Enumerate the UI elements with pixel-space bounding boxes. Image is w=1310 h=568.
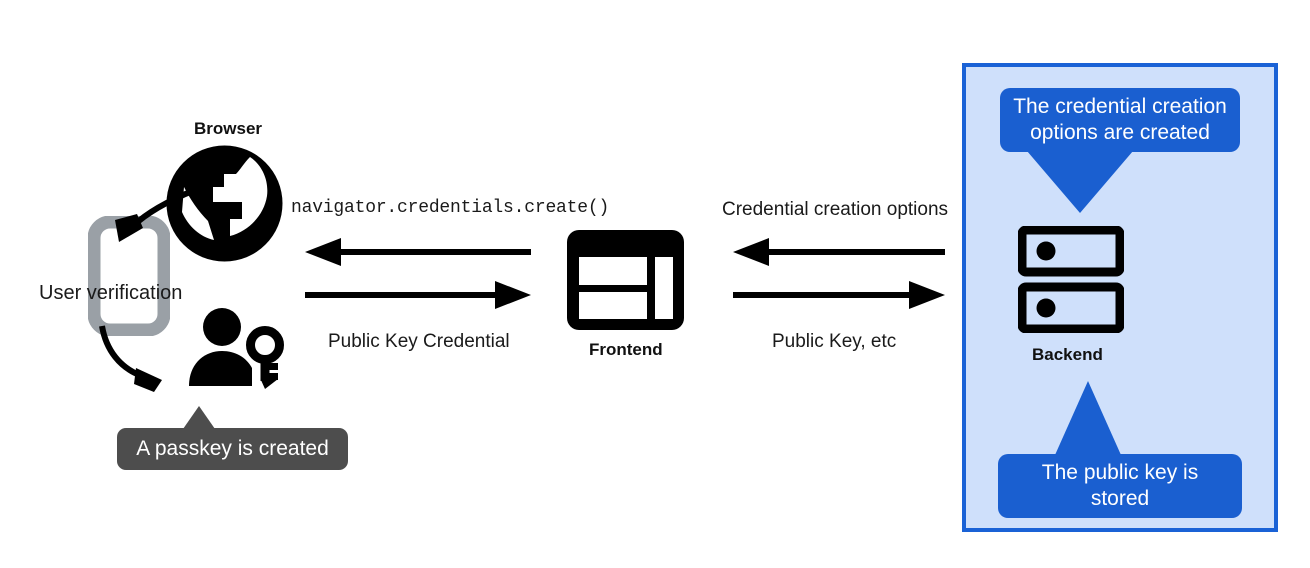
- user-verification-label: User verification: [39, 282, 183, 304]
- arrow-label-public-key-etc: Public Key, etc: [772, 331, 897, 352]
- browser-label: Browser: [194, 119, 263, 138]
- frontend-label: Frontend: [589, 340, 663, 359]
- callout-public-key-stored-text: The public key is stored: [998, 454, 1242, 518]
- callout-credential-options-line2: options are created: [1030, 121, 1210, 144]
- arrow-label-public-key-credential: Public Key Credential: [328, 331, 510, 352]
- arrow-device-to-user-icon: [96, 322, 196, 402]
- backend-label: Backend: [1032, 345, 1103, 364]
- callout-credential-options: The credential creation options are crea…: [1000, 88, 1240, 213]
- callout-public-key-stored: The public key is stored: [998, 381, 1242, 518]
- callout-passkey-created-text: A passkey is created: [117, 428, 348, 470]
- arrow-frontend-to-browser-icon: [305, 238, 531, 266]
- server-rack-icon: [1018, 226, 1124, 333]
- globe-icon: [164, 143, 285, 264]
- callout-passkey-created-pointer-icon: [183, 406, 215, 429]
- arrow-backend-to-frontend-icon: [733, 238, 945, 266]
- callout-public-key-stored-pointer-icon: [1055, 381, 1121, 455]
- arrow-label-credential-creation-options: Credential creation options: [722, 199, 949, 220]
- callout-credential-options-text: The credential creation options are crea…: [1000, 88, 1240, 152]
- callout-credential-options-pointer-icon: [1027, 151, 1133, 213]
- user-with-key-icon: [185, 307, 287, 389]
- arrow-browser-to-frontend-icon: [305, 281, 531, 309]
- arrow-label-navigator-create: navigator.credentials.create(): [291, 198, 610, 218]
- callout-public-key-stored-line1: The public key is: [1041, 461, 1199, 485]
- arrow-browser-to-device-icon: [95, 170, 205, 280]
- webpage-layout-icon: [567, 230, 684, 330]
- callout-passkey-created: A passkey is created: [117, 406, 348, 470]
- callout-credential-options-line1: The credential creation: [1013, 95, 1227, 119]
- arrow-frontend-to-backend-icon: [733, 281, 945, 309]
- callout-public-key-stored-line2: stored: [1090, 487, 1150, 510]
